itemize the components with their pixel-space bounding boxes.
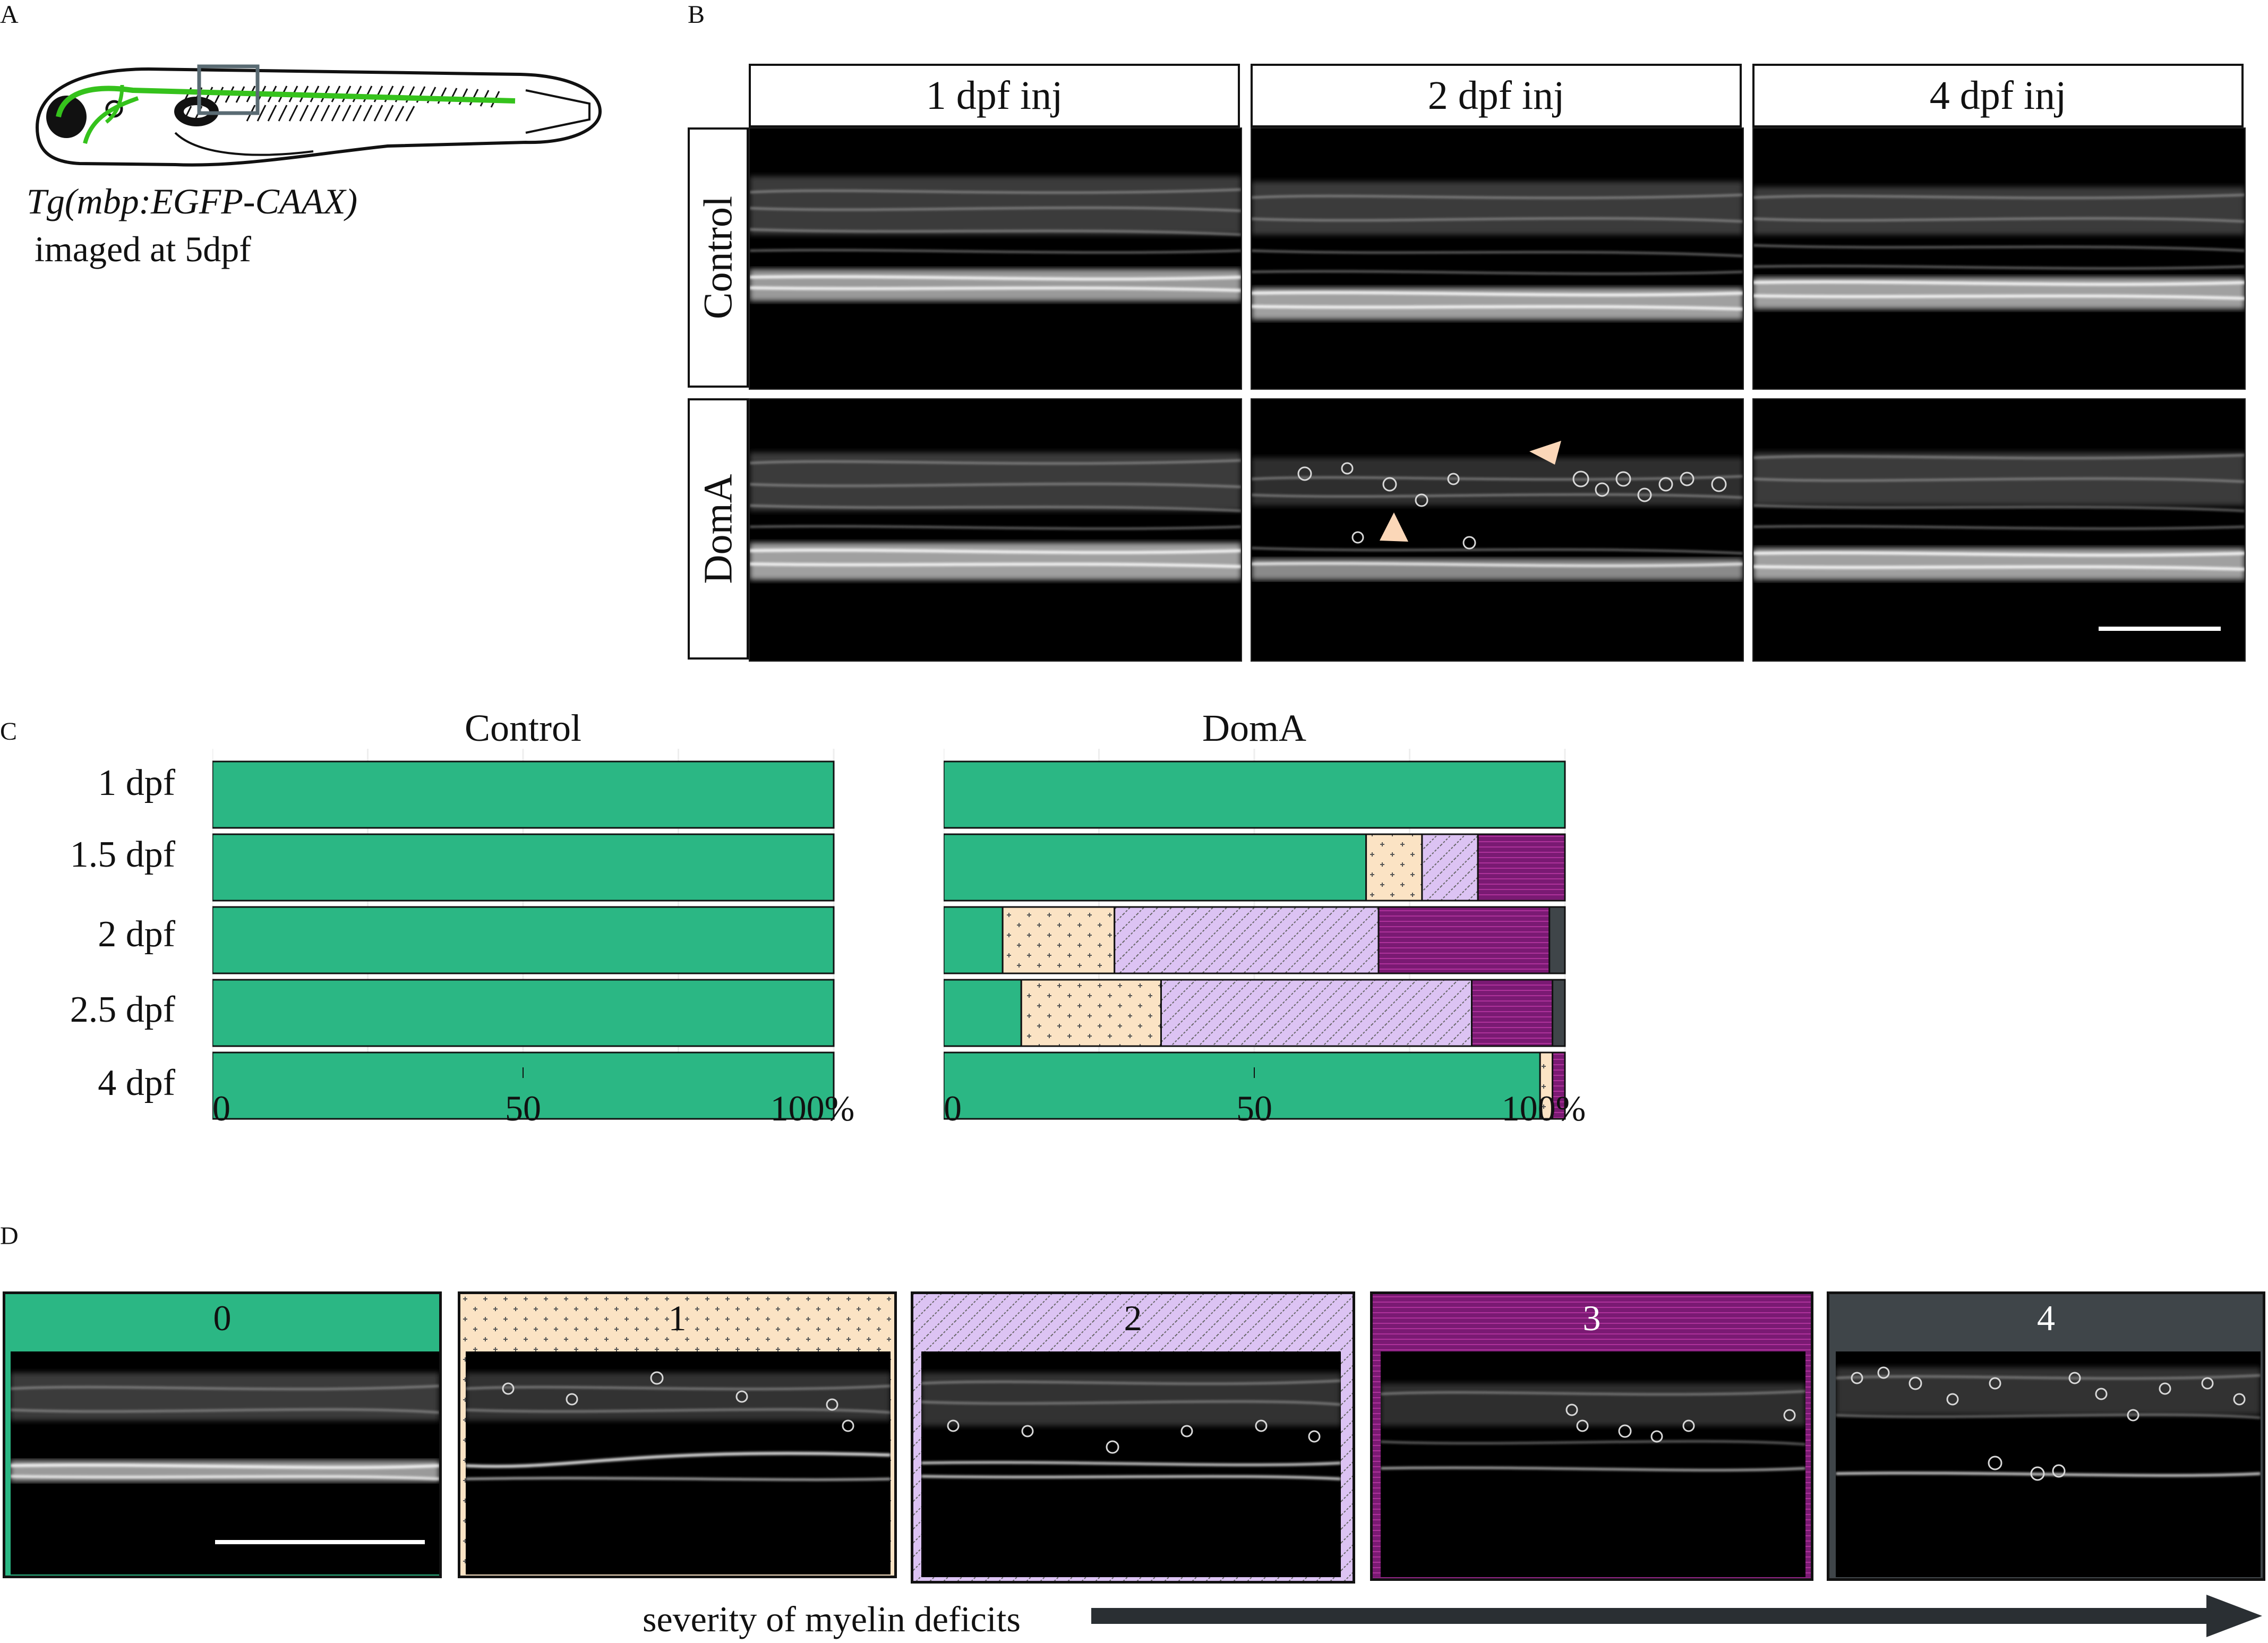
doma-bar-2-dpf-score-3 [1377, 906, 1551, 974]
arrowhead-icon [1380, 512, 1408, 542]
micrograph-doma-4dpf [1752, 398, 2246, 662]
doma-bar-2-5-dpf-score-1 [1020, 979, 1162, 1047]
category-label-1-5dpf: 1.5 dpf [70, 834, 175, 875]
control-bar-4-dpf-score-0 [212, 1051, 835, 1120]
panel-letter-b: B [688, 1, 705, 29]
category-label-4dpf: 4 dpf [98, 1063, 175, 1103]
score-micrograph-1 [465, 1351, 891, 1574]
score-label-1: 1 [668, 1298, 687, 1338]
control-x-tick-label: 0 [212, 1088, 230, 1126]
doma-bar-1-5-dpf-score-3 [1477, 833, 1566, 902]
doma-x-tick-label: 50 [1236, 1088, 1272, 1126]
genotype-label: Tg(mbp:EGFP-CAAX) [27, 181, 358, 221]
panel-letter-a: A [0, 1, 19, 29]
score-card-1: 1 [458, 1291, 897, 1578]
chart-title-control: Control [464, 707, 581, 749]
row-header-control-label: Control [696, 195, 740, 320]
micrograph-control-1dpf [749, 127, 1242, 390]
doma-bar-1-5-dpf-score-2 [1421, 833, 1479, 902]
scale-bar [2099, 627, 2221, 631]
category-label-2dpf: 2 dpf [98, 914, 175, 955]
score-card-3: 3 [1370, 1291, 1813, 1581]
category-label-2-5dpf: 2.5 dpf [70, 989, 175, 1030]
score-card-4: 4 [1827, 1291, 2265, 1581]
score-micrograph-0 [10, 1351, 439, 1574]
doma-bar-1-dpf-score-0 [944, 760, 1566, 829]
doma-bar-1-5-dpf-score-0 [944, 833, 1367, 902]
doma-bar-4-dpf-score-0 [944, 1051, 1541, 1120]
control-bar-2-dpf-score-0 [212, 906, 835, 974]
arrowhead-icon [1529, 441, 1561, 465]
panel-letter-d: D [0, 1222, 19, 1250]
arrow-right-icon [1091, 1595, 2262, 1637]
score-card-0: 0 [3, 1291, 442, 1578]
zebrafish-larva-diagram [35, 64, 602, 167]
doma-bar-1-5-dpf-score-1 [1365, 833, 1423, 902]
doma-x-tick-label: 0 [944, 1088, 962, 1126]
doma-bar-2-5-dpf-score-0 [944, 979, 1022, 1047]
doma-x-tick-label: 100% [1502, 1088, 1586, 1126]
category-label-1dpf: 1 dpf [98, 763, 175, 803]
doma-bar-2-dpf-score-0 [944, 906, 1004, 974]
panel-letter-c: C [0, 717, 18, 746]
micrograph-doma-1dpf [749, 398, 1242, 662]
score-label-3: 3 [1582, 1298, 1601, 1338]
score-label-2: 2 [1124, 1298, 1142, 1338]
row-header-control: Control [688, 127, 749, 388]
score-micrograph-2 [921, 1351, 1341, 1577]
doma-bar-2-5-dpf-score-3 [1471, 979, 1554, 1047]
score-micrograph-3 [1380, 1351, 1806, 1577]
doma-bar-2-5-dpf-score-2 [1160, 979, 1473, 1047]
row-header-doma-label: DomA [696, 474, 740, 584]
column-header-4dpf: 4 dpf inj [1752, 64, 2244, 127]
control-bar-1-dpf-score-0 [212, 760, 835, 829]
doma-bar-2-5-dpf-score-4 [1552, 979, 1566, 1047]
doma-bar-2-dpf-score-4 [1548, 906, 1566, 974]
control-x-tick-label: 50 [505, 1088, 541, 1126]
score-label-0: 0 [213, 1298, 232, 1338]
control-bar-1-5-dpf-score-0 [212, 833, 835, 902]
control-x-tick-label: 100% [771, 1088, 855, 1126]
stacked-bar-chart-control: 0 50 100% [212, 749, 855, 1126]
score-label-4: 4 [2037, 1298, 2055, 1338]
micrograph-control-4dpf [1752, 127, 2246, 390]
severity-arrow-label: severity of myelin deficits [643, 1599, 1021, 1639]
row-header-doma: DomA [688, 398, 749, 660]
chart-title-doma: DomA [1202, 707, 1306, 749]
stacked-bar-chart-doma: 0 50 100% [944, 749, 1586, 1126]
doma-bar-2-dpf-score-2 [1114, 906, 1380, 974]
column-header-2dpf: 2 dpf inj [1251, 64, 1742, 127]
score-micrograph-4 [1835, 1351, 2261, 1577]
micrograph-control-2dpf [1251, 127, 1744, 390]
imaging-age-label: imaged at 5dpf [35, 229, 251, 269]
micrograph-doma-2dpf [1251, 398, 1744, 662]
score-card-2: 2 [911, 1291, 1355, 1584]
doma-bar-2-dpf-score-1 [1002, 906, 1116, 974]
doma-bar-4-dpf-score-3 [1552, 1051, 1566, 1120]
column-header-1dpf: 1 dpf inj [749, 64, 1240, 127]
control-bar-2-5-dpf-score-0 [212, 979, 835, 1047]
